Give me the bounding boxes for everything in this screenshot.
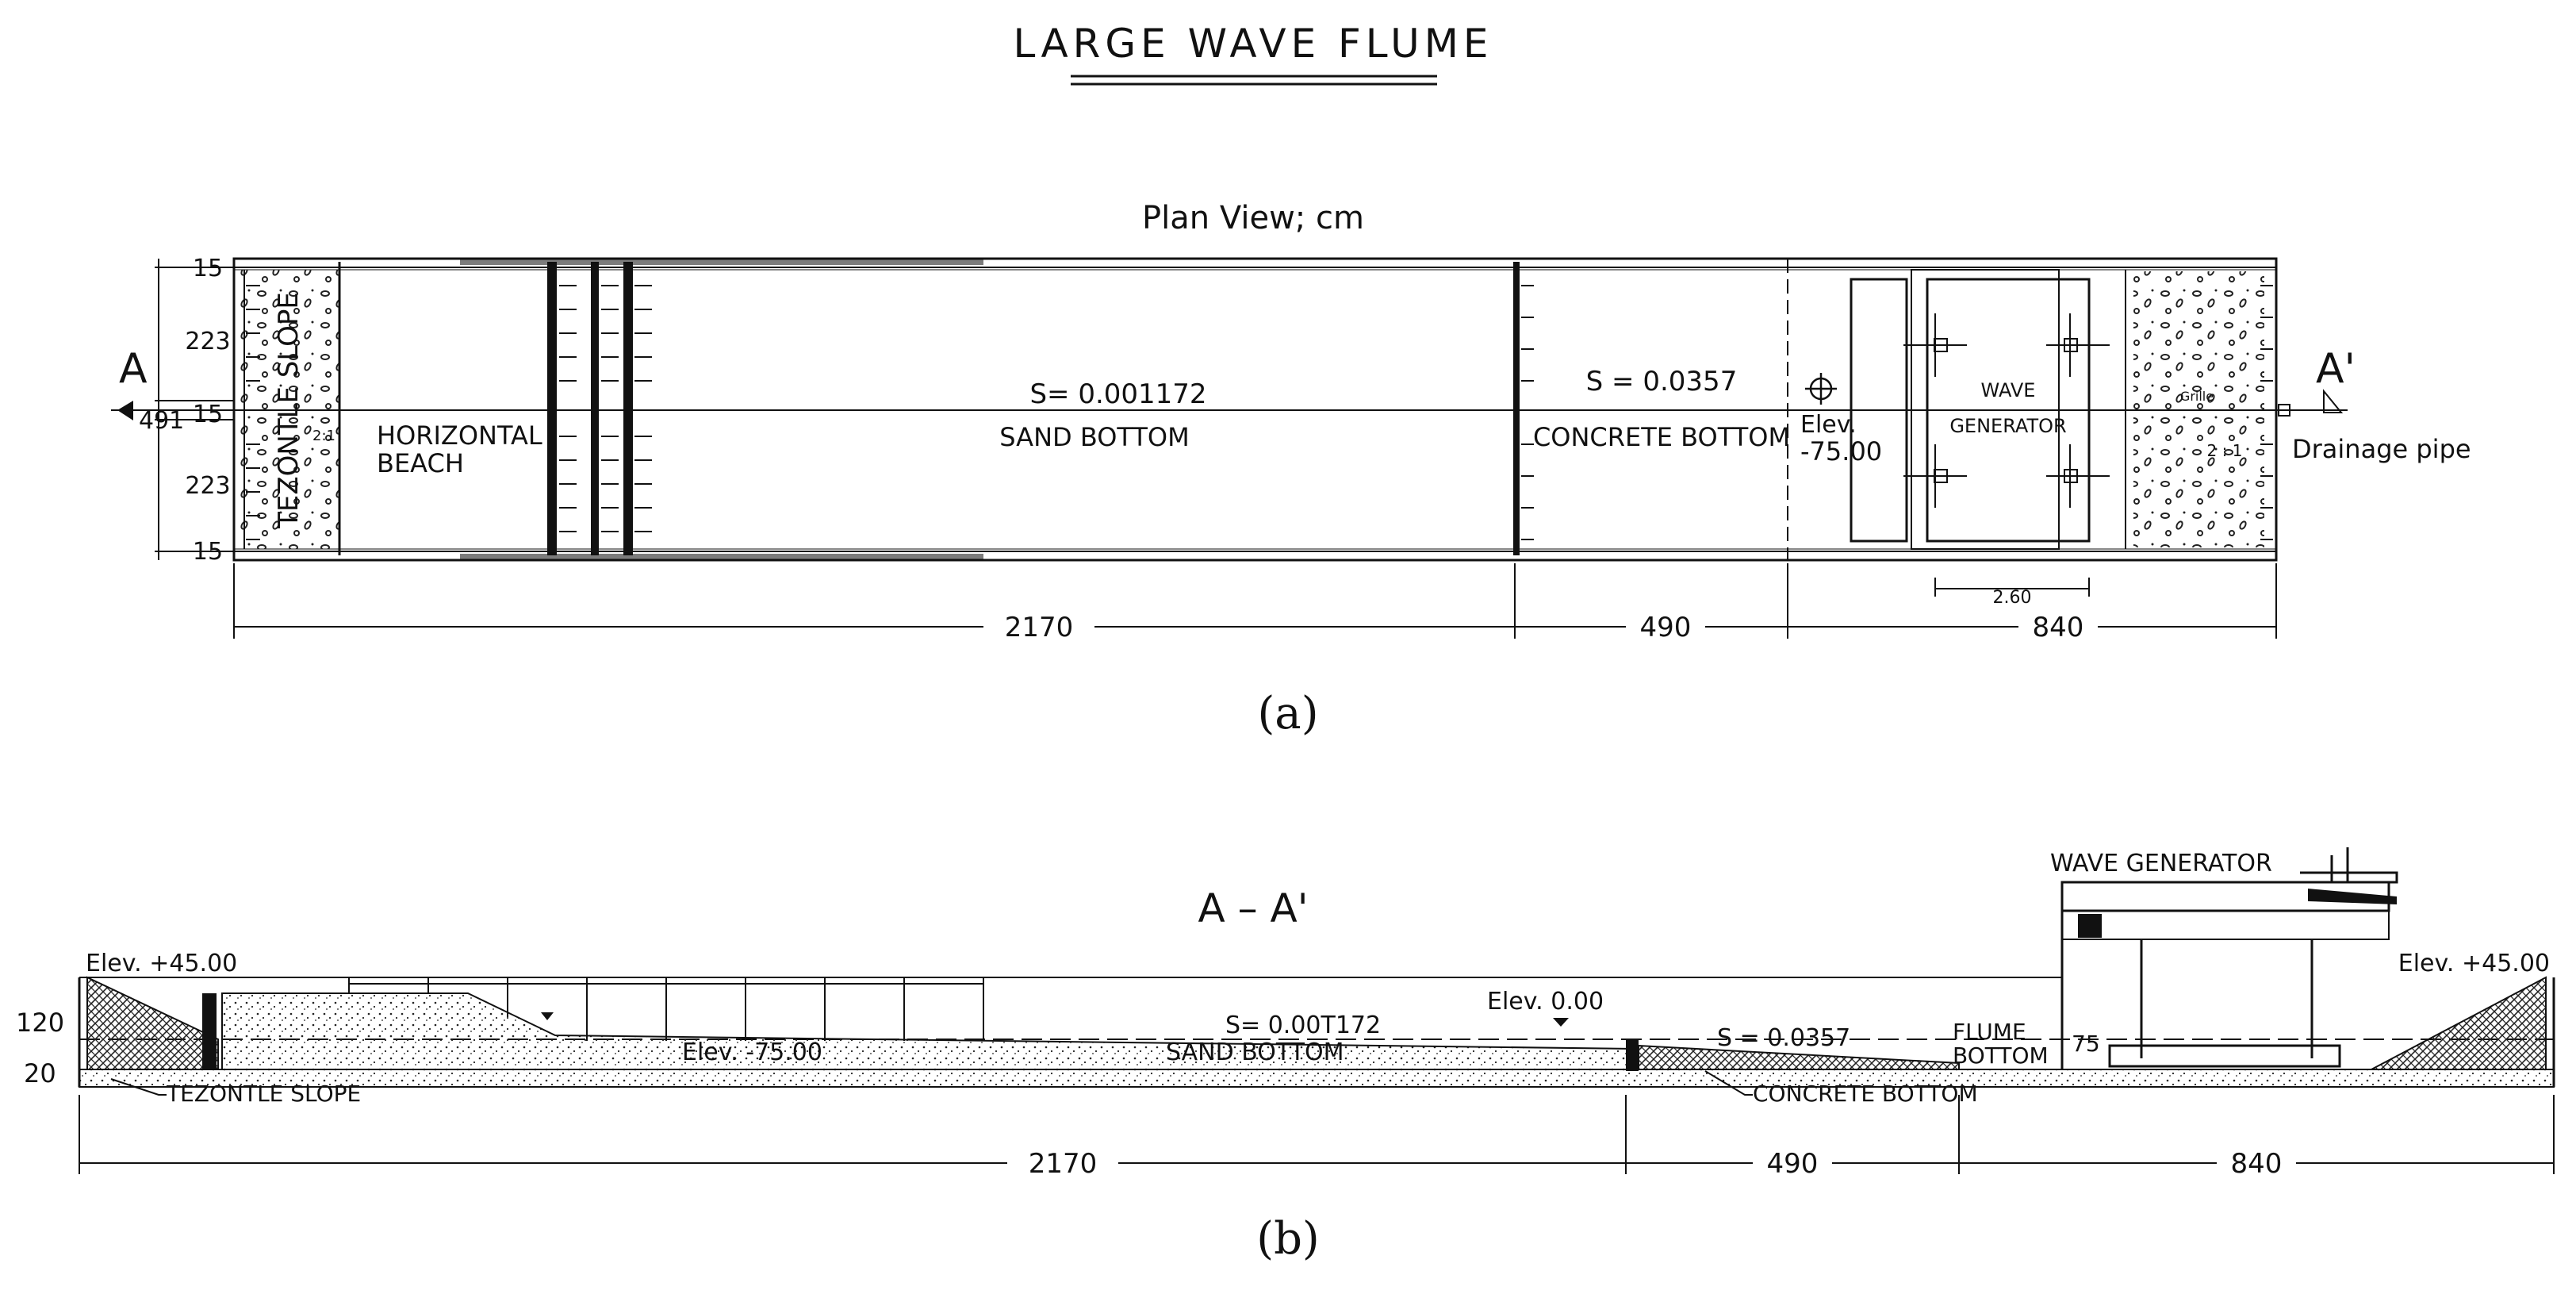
grille-label: Grille xyxy=(2180,389,2214,404)
flume-bottom-line1: FLUME xyxy=(1953,1019,2026,1045)
svg-text:LARGE WAVE FLUME: LARGE WAVE FLUME xyxy=(1013,21,1493,67)
left-slope-ratio: 2:1 xyxy=(312,428,335,444)
flume-bottom-line2: BOTTOM xyxy=(1953,1042,2049,1069)
section-heading: A – A' xyxy=(1198,885,1309,931)
diagram-title: LARGE WAVE FLUME xyxy=(1013,21,1493,86)
section-start-label: A xyxy=(119,345,148,393)
concrete-slope-label: S = 0.0357 xyxy=(1586,366,1738,397)
elev-right-label: Elev. +45.00 xyxy=(2398,950,2550,977)
tezontle-slope-label: TEZONTLE SLOPE xyxy=(273,292,305,529)
depth-75-label: 75 xyxy=(2072,1031,2100,1057)
section-end-label: A' xyxy=(2316,345,2356,393)
section-view: A – A' WAVE xyxy=(16,847,2555,1265)
section-dim-2170: 2170 xyxy=(1029,1148,1098,1180)
tezontle-slope-zone xyxy=(238,270,339,549)
section-end-arrow-icon xyxy=(2323,389,2344,413)
drainage-pipe-label: Drainage pipe xyxy=(2292,434,2471,464)
caption-a: (a) xyxy=(1257,688,1318,739)
gate-rail-2 xyxy=(591,262,599,555)
svg-text:223: 223 xyxy=(185,328,230,355)
horizontal-beach-line1: HORIZONTAL xyxy=(377,420,542,451)
svg-text:15: 15 xyxy=(193,255,223,282)
svg-text:15: 15 xyxy=(193,401,223,428)
elev-label-line1: Elev. xyxy=(1800,411,1857,439)
water-level-marker-icon xyxy=(1553,1018,1569,1027)
generator-dim-label: 2.60 xyxy=(1993,588,2032,608)
total-width-label: 491 xyxy=(139,407,184,435)
wave-generator-line2: GENERATOR xyxy=(1949,415,2066,437)
elev-label-line2: -75.00 xyxy=(1800,436,1882,466)
concrete-slope-body xyxy=(1638,1044,1960,1070)
plan-dim-2170: 2170 xyxy=(1005,612,1074,643)
sand-concrete-boundary xyxy=(1513,262,1520,555)
section-concrete-slope-label: S = 0.0357 xyxy=(1717,1024,1850,1052)
svg-text:15: 15 xyxy=(193,538,223,566)
wave-generator-line1: WAVE xyxy=(1981,379,2036,401)
svg-text:223: 223 xyxy=(185,472,230,500)
base-slab xyxy=(79,1069,2555,1088)
gate-rail-1 xyxy=(547,262,557,555)
plan-dim-840: 840 xyxy=(2033,612,2084,643)
section-sand-bottom-label: SAND BOTTOM xyxy=(1166,1039,1344,1066)
right-slope-ratio: 2 : 1 xyxy=(2207,441,2243,460)
section-sand-slope-label: S= 0.00T172 xyxy=(1225,1012,1381,1039)
left-tezontle-slope xyxy=(86,976,219,1070)
elev-zero-label: Elev. 0.00 xyxy=(1487,988,1604,1015)
section-dim-840: 840 xyxy=(2231,1148,2283,1180)
sand-slope-label: S= 0.001172 xyxy=(1029,378,1206,410)
height-120-label: 120 xyxy=(16,1008,64,1038)
wave-generator-box xyxy=(1926,278,2091,543)
wave-generator-structure xyxy=(2060,847,2398,1069)
section-dim-490: 490 xyxy=(1767,1148,1819,1180)
section-concrete-bottom-label: CONCRETE BOTTOM xyxy=(1753,1081,1978,1107)
elev-sand-label: Elev. -75.00 xyxy=(682,1039,822,1066)
section-start-arrow-icon xyxy=(117,401,133,420)
concrete-bottom-label: CONCRETE BOTTOM xyxy=(1533,422,1790,452)
section-tezontle-label: TEZONTLE SLOPE xyxy=(166,1081,361,1107)
wave-generator-label: WAVE GENERATOR xyxy=(2050,850,2272,877)
sand-body xyxy=(221,992,1635,1070)
horizontal-beach-line2: BEACH xyxy=(377,448,464,478)
elevation-marker-icon xyxy=(1805,373,1837,405)
plan-dim-490: 490 xyxy=(1640,612,1692,643)
generator-pit xyxy=(1850,278,1908,543)
elev-left-label: Elev. +45.00 xyxy=(86,950,237,977)
gate-rail-3 xyxy=(623,262,633,555)
caption-b: (b) xyxy=(1256,1213,1320,1265)
right-gravel-zone xyxy=(2133,271,2264,547)
height-20-label: 20 xyxy=(24,1058,56,1088)
right-tezontle-slope xyxy=(2371,976,2547,1070)
sand-level-marker-icon xyxy=(541,1012,554,1020)
plan-heading: Plan View; cm xyxy=(1142,200,1364,236)
plan-view: Plan View; cm xyxy=(111,200,2471,739)
sand-bottom-label: SAND BOTTOM xyxy=(999,422,1189,452)
